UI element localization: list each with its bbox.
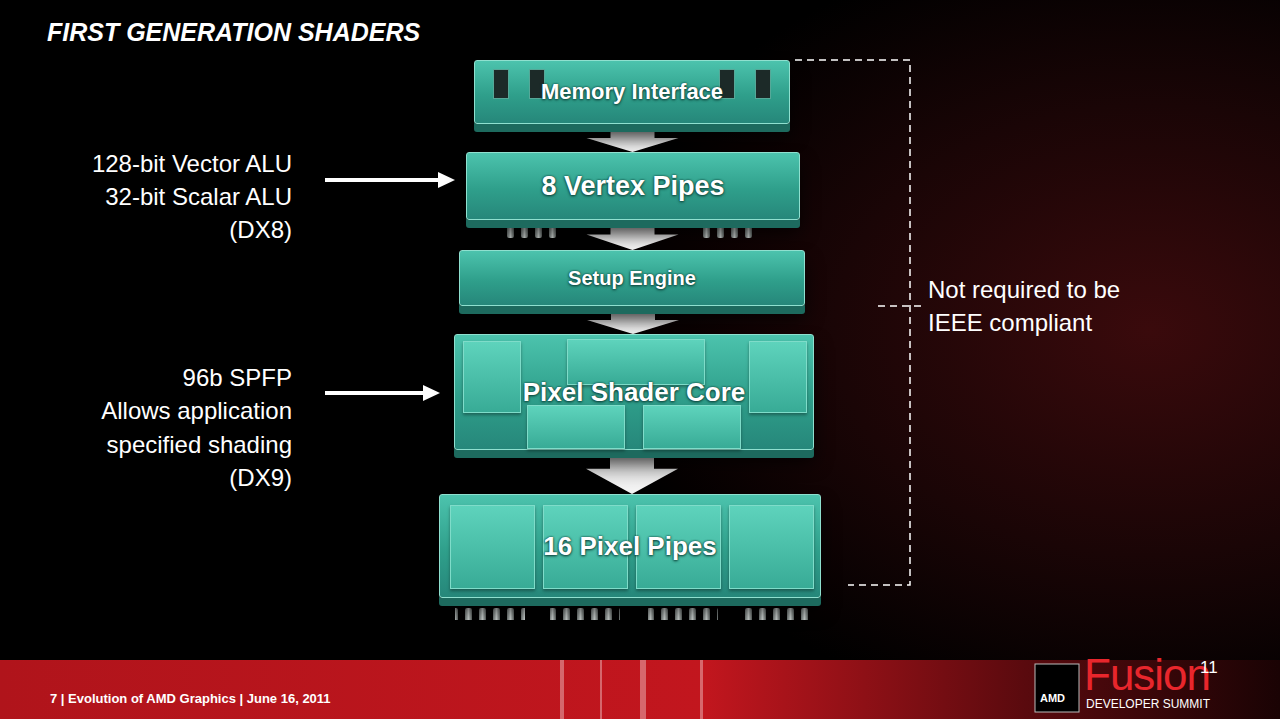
flow-arrow <box>586 458 678 494</box>
pixel-pins <box>745 604 815 620</box>
logo-subtitle: DEVELOPER SUMMIT <box>1086 697 1210 711</box>
logo-superscript: 11 <box>1200 658 1218 678</box>
flow-arrow <box>587 228 679 250</box>
block-label: Pixel Shader Core <box>523 377 746 408</box>
callout-text: (DX8) <box>229 216 292 244</box>
pipeline-block: 8 Vertex Pipes <box>466 152 800 220</box>
callout-text: 32-bit Scalar ALU <box>105 183 292 211</box>
logo-text: AMD <box>1040 692 1065 704</box>
callout-text: Allows application <box>101 397 292 425</box>
pipeline-block: Pixel Shader Core <box>454 334 814 450</box>
slide-title: FIRST GENERATION SHADERS <box>47 18 420 47</box>
footer-streaks <box>560 660 703 719</box>
logo-wordmark: Fusion <box>1084 650 1210 700</box>
pixel-pins <box>550 604 620 620</box>
callout-text: 96b SPFP <box>183 364 292 392</box>
leader-arrow <box>325 172 455 188</box>
memory-chip <box>493 69 509 99</box>
core-unit <box>527 405 625 449</box>
pixel-pipe-unit <box>729 505 814 589</box>
pixel-pins <box>648 604 718 620</box>
footer-text: 7 | Evolution of AMD Graphics | June 16,… <box>50 691 331 706</box>
note-text: Not required to be <box>928 276 1120 304</box>
logo-box <box>1035 664 1079 712</box>
pipeline-block: Memory Interface <box>474 60 790 124</box>
core-unit <box>643 405 741 449</box>
callout-text: 128-bit Vector ALU <box>92 150 292 178</box>
note-text: IEEE compliant <box>928 309 1092 337</box>
flow-arrow <box>587 314 679 334</box>
callout-text: (DX9) <box>229 464 292 492</box>
vertex-pins <box>505 224 561 240</box>
callout-text: specified shading <box>107 431 292 459</box>
core-unit <box>749 341 807 413</box>
pipeline-block: Setup Engine <box>459 250 805 306</box>
pixel-pins <box>455 604 525 620</box>
vertex-pins <box>703 224 759 240</box>
memory-chip <box>755 69 771 99</box>
block-label: Setup Engine <box>568 267 696 290</box>
block-label: Memory Interface <box>541 79 723 105</box>
block-label: 8 Vertex Pipes <box>541 171 724 202</box>
pixel-pipe-unit <box>450 505 535 589</box>
flow-arrow <box>587 132 679 152</box>
pipeline-block: 16 Pixel Pipes <box>439 494 821 598</box>
core-unit <box>463 341 521 413</box>
leader-arrow <box>325 385 440 401</box>
block-label: 16 Pixel Pipes <box>543 531 716 562</box>
